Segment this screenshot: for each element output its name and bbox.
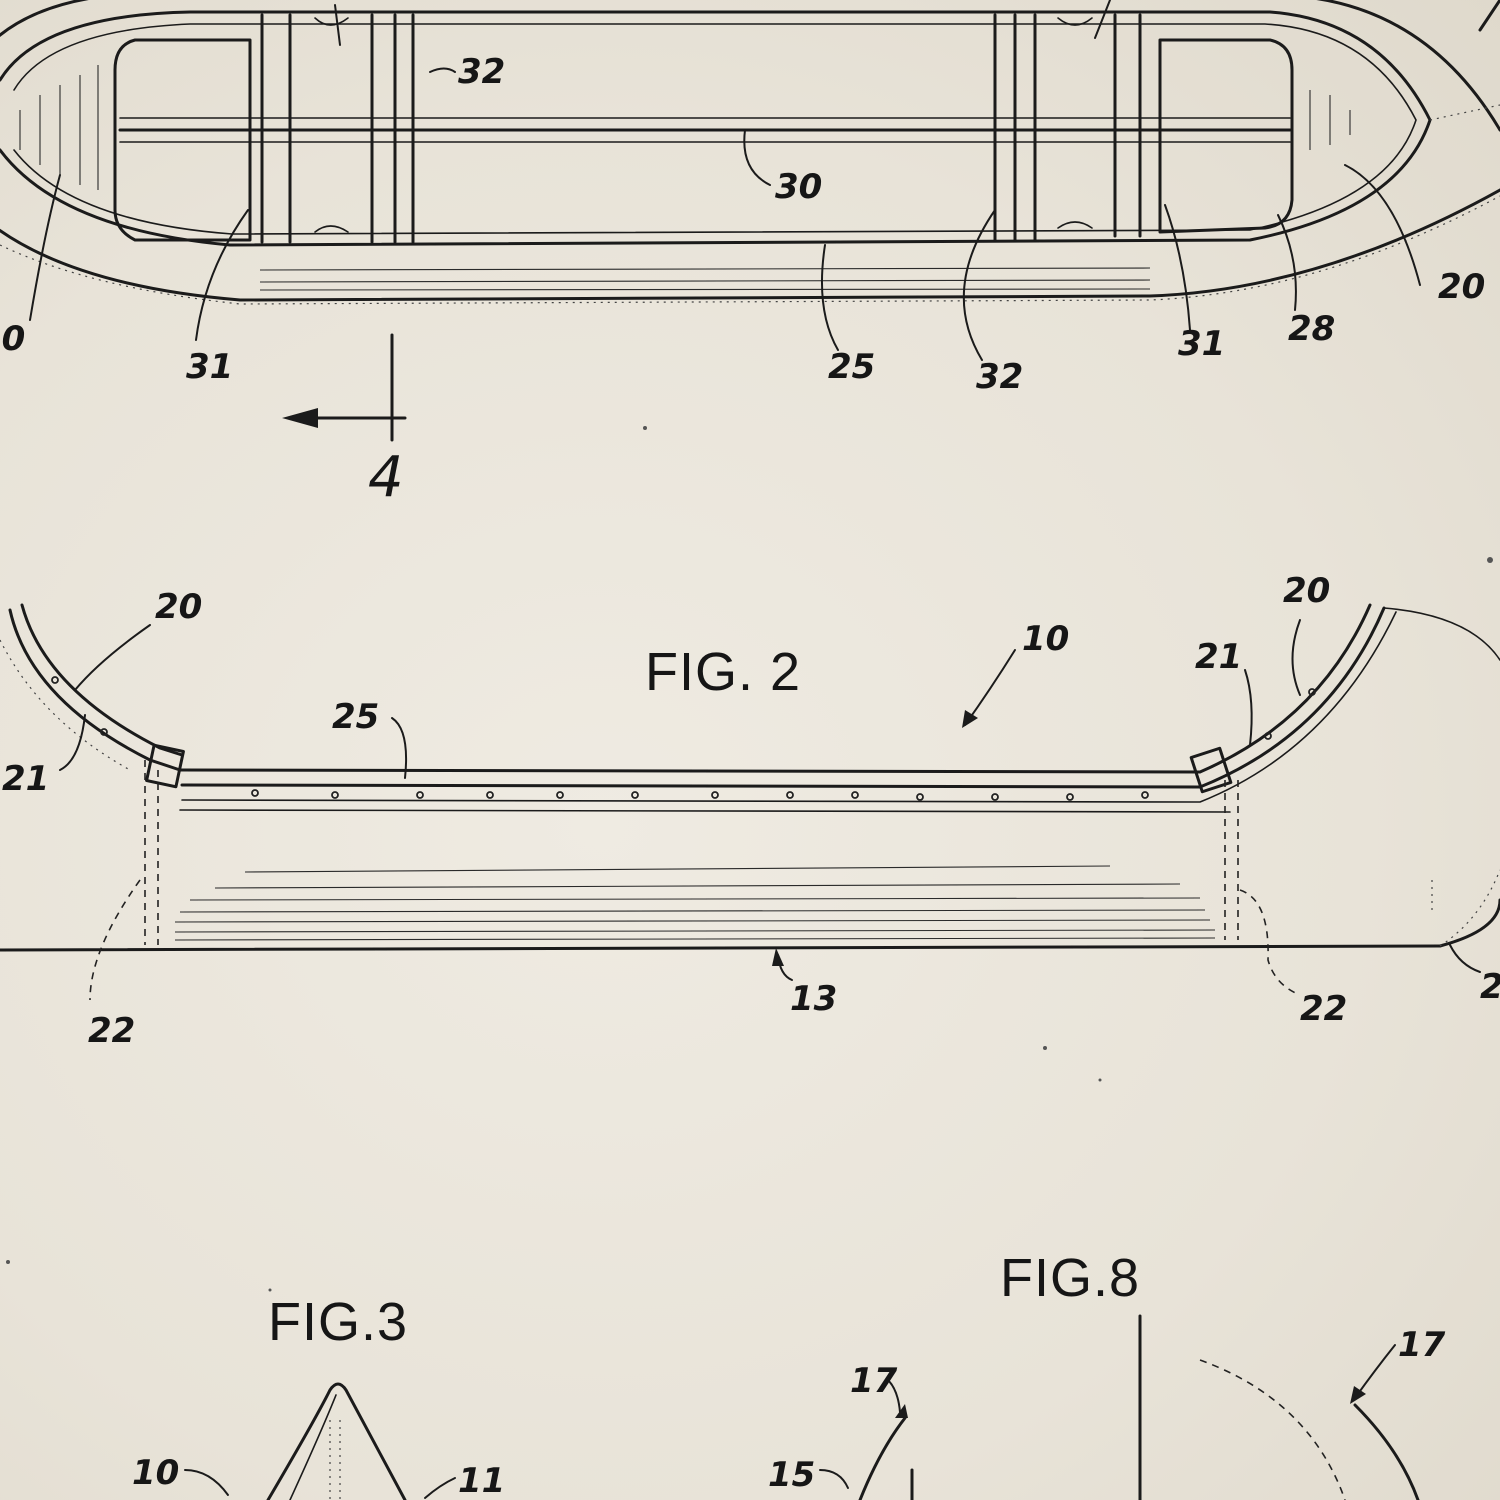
fig8-title: FIG.8 (1000, 1248, 1140, 1308)
fig8-label-17-right: 17 (1398, 1325, 1446, 1365)
fig2-label-21-right: 21 (1195, 637, 1242, 677)
label-31-right: 31 (1178, 324, 1225, 364)
fig2-label-25: 25 (332, 697, 379, 737)
fig2-label-22-left: 22 (88, 1011, 135, 1051)
label-32-lower: 32 (976, 357, 1023, 397)
fig2-keel-line (0, 944, 1442, 952)
fig8-label-15: 15 (768, 1455, 815, 1495)
fig1-bow-hatching (19, 65, 1351, 190)
fig2-label-10: 10 (1022, 619, 1069, 659)
label-20-left: 20 (0, 319, 25, 359)
fig1-outer-hull-lower (0, 188, 1500, 302)
fig8-detail: FIG.8 17 15 17 (768, 1248, 1446, 1500)
fig2-gunwale (178, 603, 1372, 774)
fig1-outer-hull (0, 0, 1500, 132)
fig2-label-2-edge: 2 (1480, 967, 1500, 1007)
label-31-left: 31 (186, 347, 233, 387)
section-line-4: 4 (282, 333, 407, 510)
fig3-title: FIG.3 (268, 1292, 408, 1352)
fig1-left-compartment (113, 38, 252, 242)
fig2-label-22-right: 22 (1300, 989, 1347, 1029)
fig1-right-compartment (1158, 38, 1294, 234)
section-label-4: 4 (368, 445, 404, 510)
fig2-hull-shading (174, 865, 1216, 941)
fig3-label-11: 11 (458, 1461, 505, 1500)
label-30: 30 (775, 167, 822, 207)
fig3-label-10: 10 (132, 1453, 179, 1493)
fig2-title: FIG. 2 (645, 642, 801, 702)
label-25-keel: 25 (828, 347, 875, 387)
fig2-rivets (51, 676, 1316, 801)
fig2-label-20-right: 20 (1283, 571, 1330, 611)
fig8-label-17-left: 17 (850, 1361, 898, 1401)
paper-specks (6, 426, 1493, 1292)
fig2-label-21-left: 21 (2, 759, 49, 799)
label-28: 28 (1288, 309, 1335, 349)
fig3-cross-section: FIG.3 10 11 (132, 1292, 505, 1500)
fig2-label-13: 13 (790, 979, 837, 1019)
fig2-canoe-side-view: FIG. 2 (0, 571, 1500, 1051)
label-32-upper: 32 (458, 52, 505, 92)
fig1-canoe-top-view: 32 30 20 31 25 32 31 28 20 (0, 0, 1500, 397)
fig1-frames (260, 13, 1142, 244)
label-20-right: 20 (1438, 267, 1485, 307)
fig2-bow-stem (8, 608, 182, 772)
fig2-label-20-left: 20 (155, 587, 202, 627)
fig1-gunwale (0, 10, 1432, 247)
